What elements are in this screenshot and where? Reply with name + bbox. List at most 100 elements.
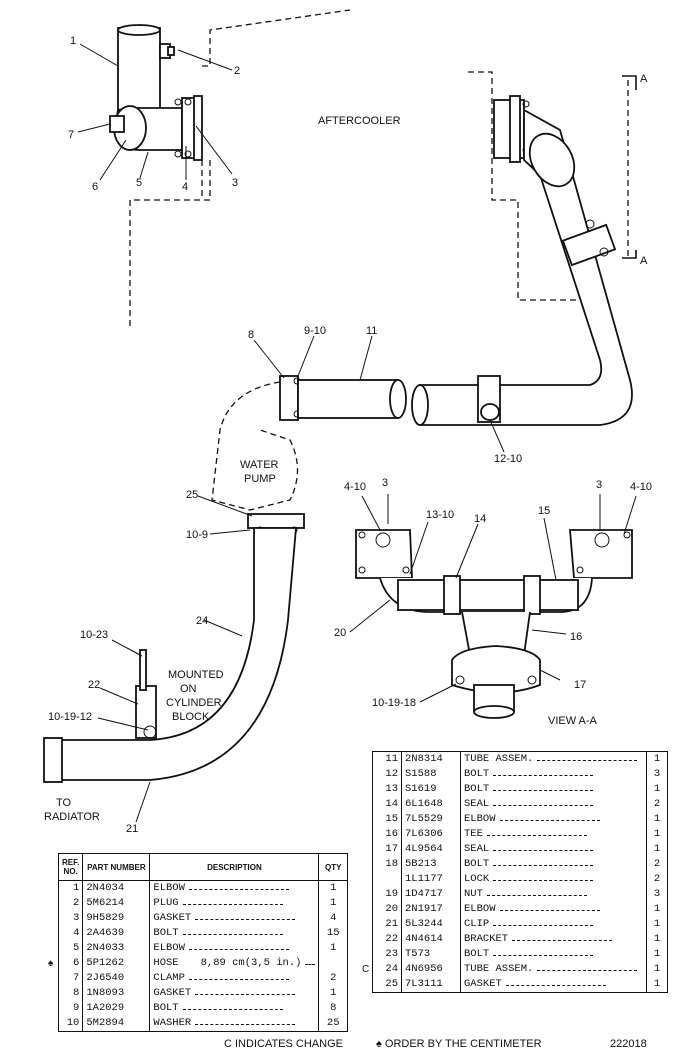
- qty-cell: 1: [646, 782, 668, 797]
- description-text: WASHER: [153, 1017, 192, 1029]
- ref-cell: 8: [58, 986, 84, 1001]
- callout-15: 15: [538, 505, 550, 517]
- dotted-leader: [493, 775, 594, 776]
- ref-cell: 15: [372, 812, 402, 827]
- qty-cell: 1: [646, 902, 668, 917]
- change-note: C INDICATES CHANGE: [224, 1038, 343, 1050]
- description-cell: SEAL: [461, 797, 647, 812]
- dotted-leader: [493, 955, 594, 956]
- part-number-cell: 1N8093: [82, 986, 151, 1001]
- part-number-cell: 7L3111: [401, 977, 461, 993]
- dotted-leader: [195, 994, 296, 995]
- part-number-cell: S1619: [401, 782, 461, 797]
- callout-25: 25: [186, 489, 198, 501]
- callout-21: 21: [126, 823, 138, 835]
- qty-cell: 25: [318, 1016, 348, 1032]
- description-cell: ELBOW: [461, 902, 647, 917]
- callout-10-19-12: 10-19-12: [48, 711, 92, 723]
- order-note: ♠ ORDER BY THE CENTIMETER: [376, 1038, 542, 1050]
- part-number-cell: 2N4033: [82, 941, 151, 956]
- description-text: ELBOW: [153, 942, 185, 954]
- description-text: NUT: [464, 888, 483, 900]
- label-block: BLOCK: [172, 711, 210, 723]
- aftercooler-elbow-assembly: [109, 24, 203, 161]
- dotted-leader: [188, 979, 289, 980]
- part-number-cell: 1A2029: [82, 1001, 151, 1016]
- header-description: DESCRIPTION: [149, 853, 319, 881]
- callout-3-top: 3: [232, 177, 238, 189]
- dotted-leader: [486, 835, 587, 836]
- diagram-labels: AFTERCOOLER WATER PUMP MOUNTED ON CYLIND…: [44, 115, 598, 823]
- callout-3-left: 3: [382, 477, 388, 489]
- label-mounted: MOUNTED: [168, 669, 224, 681]
- callout-20: 20: [334, 627, 346, 639]
- description-text: TEE: [464, 828, 483, 840]
- section-arrow-top: [622, 75, 637, 90]
- callout-16: 16: [570, 631, 582, 643]
- qty-cell: 1: [318, 880, 348, 896]
- description-cell: BRACKET: [461, 932, 647, 947]
- description-text: CLIP: [464, 918, 490, 930]
- description-text: CLAMP: [153, 972, 185, 984]
- view-a-a-assembly: [355, 529, 633, 719]
- description-text: GASKET: [153, 987, 192, 999]
- part-number-cell: 5P1262: [82, 956, 151, 971]
- description-cell: BOLT: [461, 782, 647, 797]
- callout-2: 2: [234, 65, 240, 77]
- qty-cell: 1: [646, 812, 668, 827]
- qty-cell: 1: [646, 751, 668, 767]
- row-mark: C: [362, 964, 370, 975]
- description-cell: BOLT: [461, 857, 647, 872]
- ref-cell: 19: [372, 887, 402, 902]
- ref-cell: 21: [372, 917, 402, 932]
- dotted-leader: [493, 805, 594, 806]
- part-number-cell: 2N4034: [82, 880, 151, 896]
- qty-cell: 1: [646, 962, 668, 977]
- qty-cell: 3: [646, 767, 668, 782]
- dotted-leader: [182, 904, 283, 905]
- ref-cell: 10: [58, 1016, 84, 1032]
- dotted-leader: [505, 985, 606, 986]
- callout-13-10: 13-10: [426, 509, 454, 521]
- qty-cell: 2: [646, 872, 668, 887]
- callout-leaders: [77, 43, 637, 823]
- description-cell: GASKET: [461, 977, 647, 993]
- callout-9-10: 9-10: [304, 325, 326, 337]
- description-cell: BOLT: [150, 926, 319, 941]
- description-text: SEAL: [464, 798, 490, 810]
- dotted-leader: [188, 889, 289, 890]
- dotted-leader: [499, 820, 600, 821]
- section-arrow-bottom: [622, 250, 637, 259]
- description-cell: WASHER: [150, 1016, 319, 1032]
- description-text: TUBE ASSEM.: [464, 753, 534, 765]
- qty-cell: 4: [318, 911, 348, 926]
- ref-cell: 25: [372, 977, 402, 993]
- description-cell: TEE: [461, 827, 647, 842]
- callout-4-10-left: 4-10: [344, 481, 366, 493]
- ref-cell: 12: [372, 767, 402, 782]
- part-number-cell: 9H5829: [82, 911, 151, 926]
- callout-12-10: 12-10: [494, 453, 522, 465]
- description-text: ELBOW: [464, 813, 496, 825]
- description-text: BOLT: [464, 858, 490, 870]
- callout-11: 11: [366, 325, 377, 337]
- ref-cell: 23: [372, 947, 402, 962]
- qty-cell: 1: [646, 827, 668, 842]
- qty-cell: 3: [646, 887, 668, 902]
- description-text: HOSE: [153, 957, 179, 969]
- qty-cell: 2: [646, 857, 668, 872]
